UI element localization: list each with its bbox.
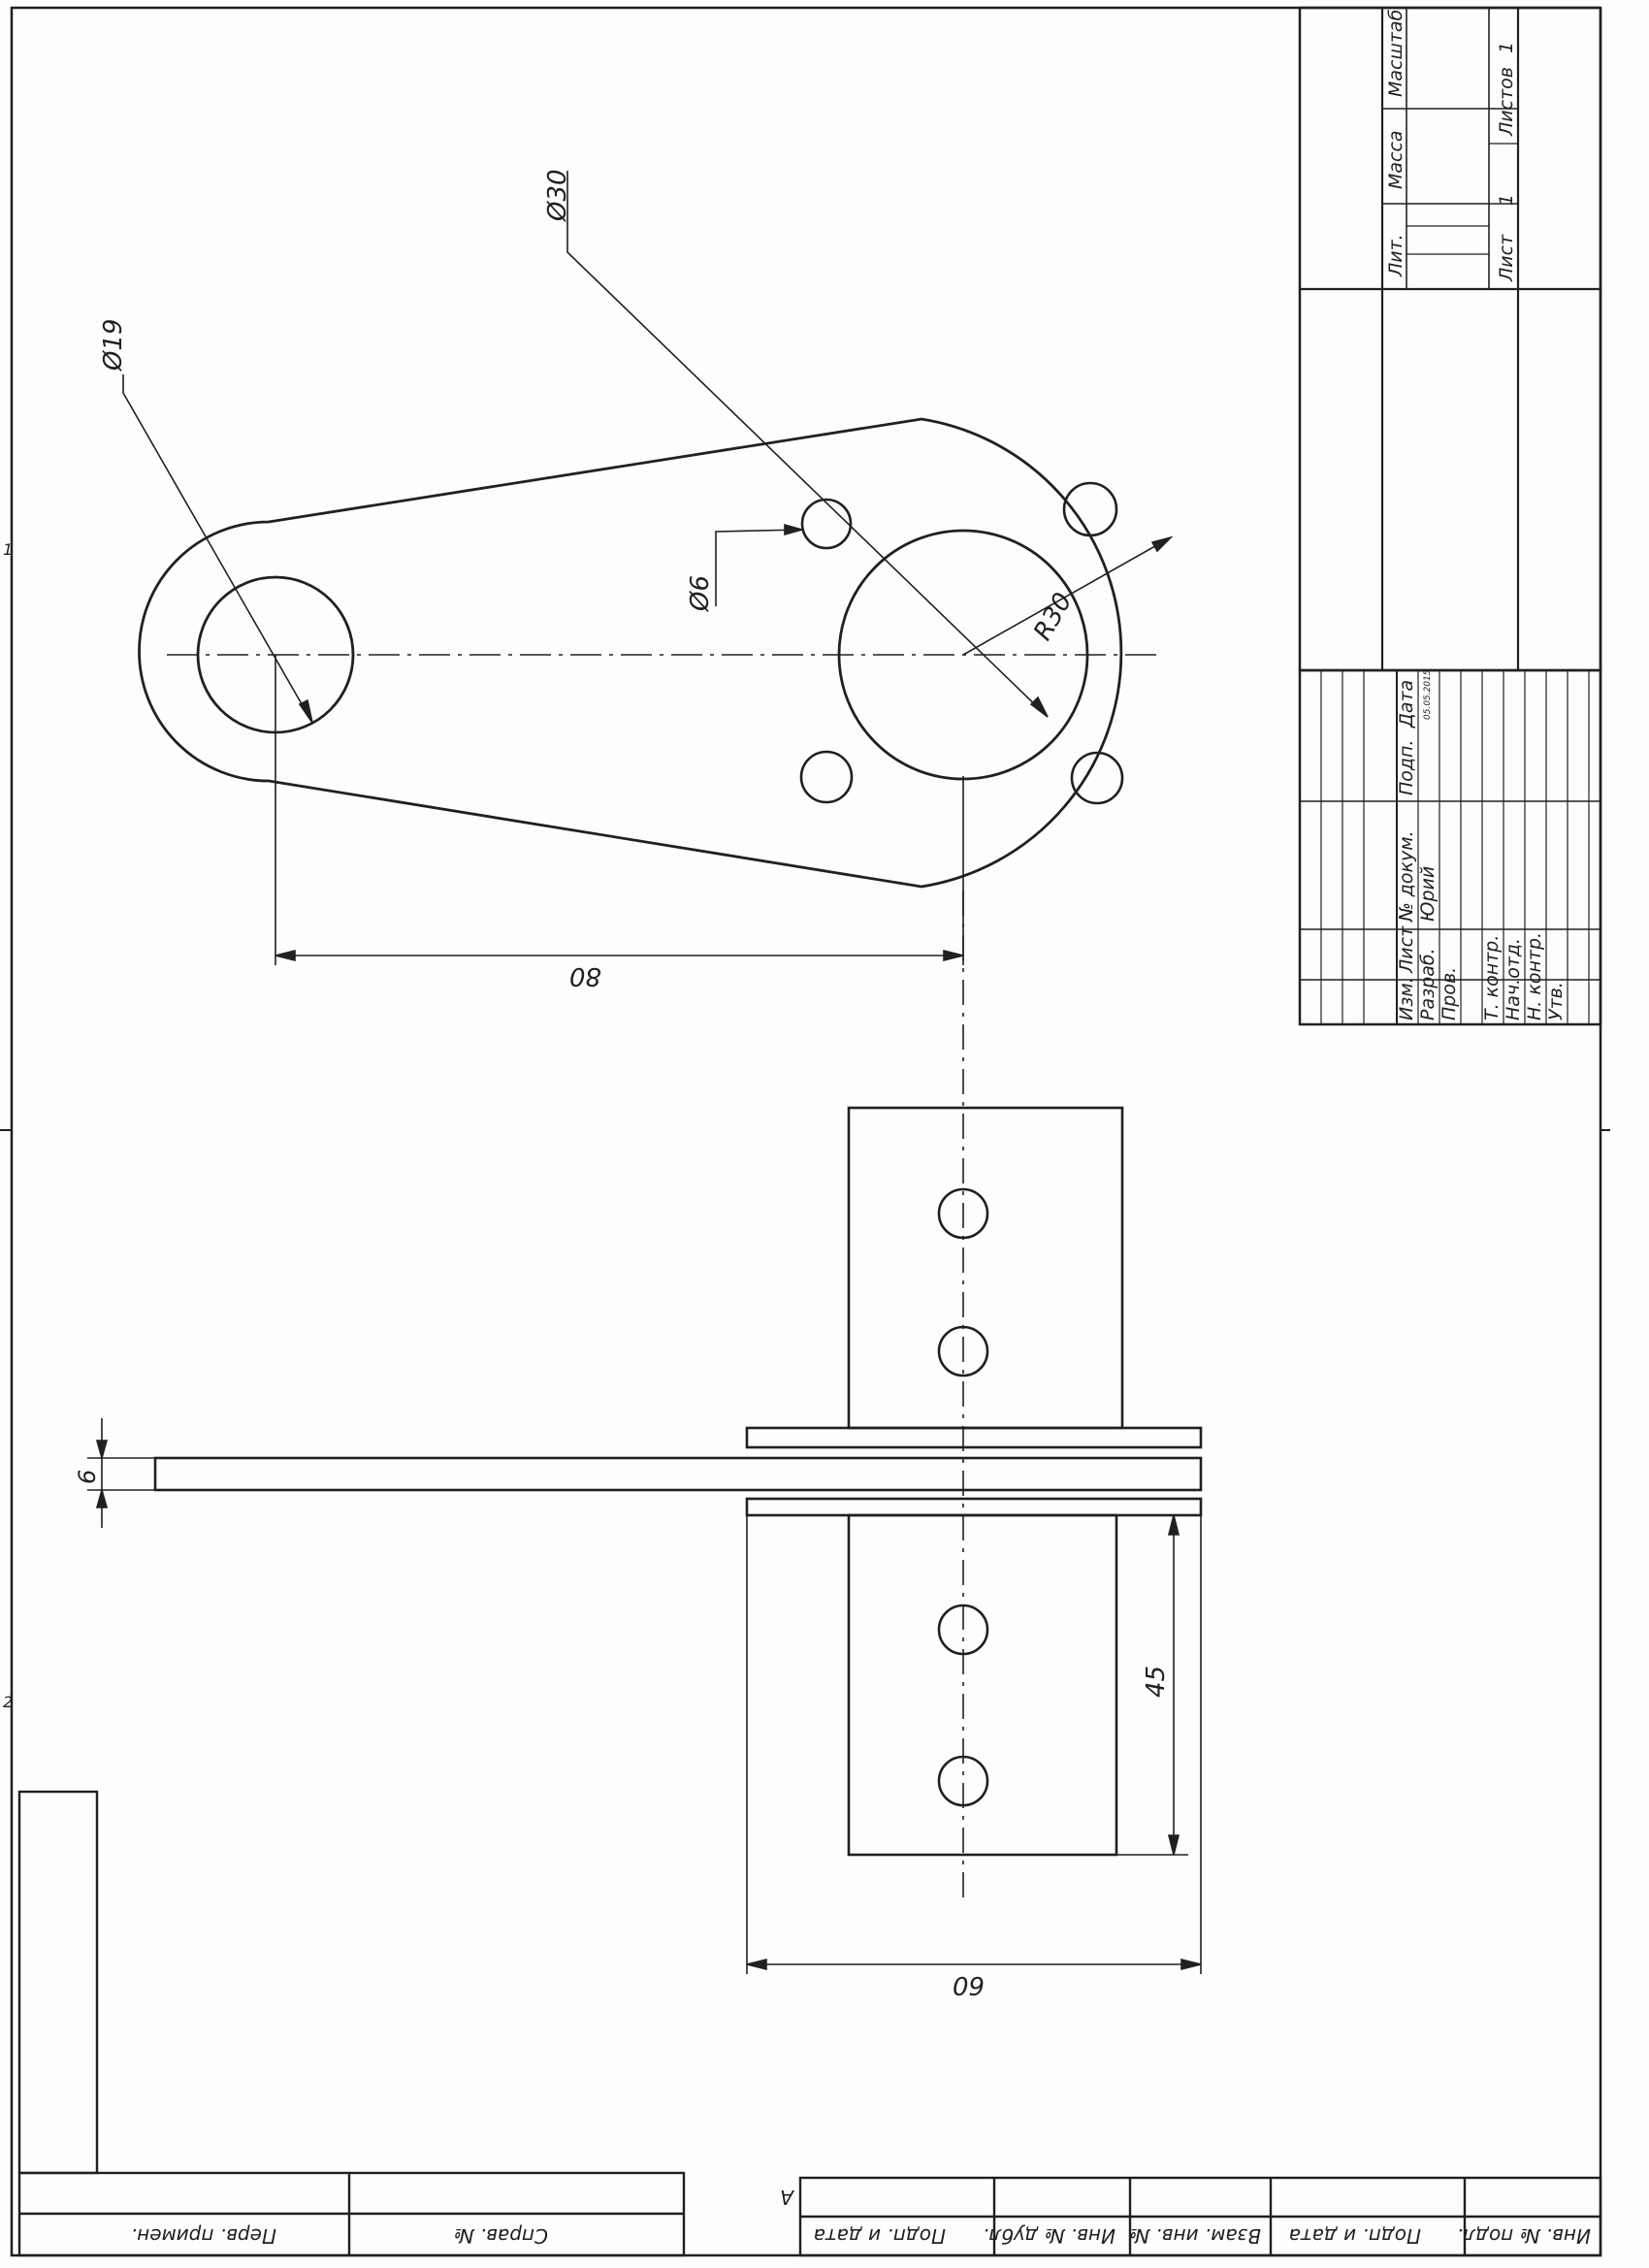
rev-header-sign: Подп. bbox=[1396, 739, 1417, 795]
tb-sheet-no: 1 bbox=[1496, 194, 1517, 206]
label-podp-data-1: Подп. и дата bbox=[814, 2224, 946, 2248]
role-nach-otd: Нач.отд. bbox=[1503, 938, 1524, 1021]
dim6-arrow-top bbox=[95, 1440, 109, 1461]
label-sprav-no: Справ. № bbox=[454, 2224, 548, 2248]
dim80-arrow-right bbox=[943, 949, 964, 962]
label-inv-dubl: Инв. № дубл. bbox=[983, 2224, 1116, 2248]
small-hole-bottom-left bbox=[799, 750, 854, 804]
label-perv-primen: Перв. примен. bbox=[131, 2224, 276, 2248]
dia19-arrow bbox=[298, 698, 313, 724]
dia30-leader bbox=[566, 171, 1049, 718]
side-view-dimensions bbox=[87, 1418, 1202, 1974]
top-view-dimension-text: Ø19 Ø30 Ø6 R30 80 bbox=[99, 169, 1079, 990]
dim60-arrow-left bbox=[746, 1958, 767, 1971]
drawing-frame bbox=[10, 6, 1602, 2257]
label-letter-a: A bbox=[780, 2186, 795, 2209]
lever-top-view bbox=[138, 417, 1164, 889]
small-hole-top-left bbox=[800, 498, 853, 550]
role-prov: Пров. bbox=[1439, 967, 1460, 1021]
dia19-leader bbox=[122, 374, 313, 724]
rev-header-izm: Изм. bbox=[1396, 977, 1417, 1021]
dim45-label: 45 bbox=[1142, 1666, 1171, 1698]
zone-mark-2: 2 bbox=[3, 1693, 13, 1711]
role-utv: Утв. bbox=[1545, 982, 1567, 1021]
title-block bbox=[1298, 6, 1602, 1026]
tb-sheet-label: Лист bbox=[1496, 234, 1517, 282]
dia30-label: Ø30 bbox=[543, 169, 572, 222]
dia19-label: Ø19 bbox=[99, 318, 128, 372]
tb-lit-label: Лит. bbox=[1385, 234, 1406, 277]
side-view-dimension-text: 6 45 60 bbox=[74, 1470, 1171, 1999]
zone-mark-1: 1 bbox=[3, 540, 13, 559]
small-hole-bottom-right bbox=[1070, 751, 1124, 805]
dim45-arrow-bottom bbox=[1167, 1834, 1180, 1856]
developer-name: Юрий bbox=[1417, 866, 1439, 922]
revision-table bbox=[1298, 668, 1602, 1026]
dim80-label: 80 bbox=[569, 961, 601, 990]
dim45-arrow-top bbox=[1167, 1514, 1180, 1536]
frame-border bbox=[10, 6, 1602, 2257]
label-inv-podl: Инв. № подл. bbox=[1457, 2224, 1591, 2248]
small-hole-top-right bbox=[1062, 481, 1118, 537]
role-t-kontr: Т. контр. bbox=[1481, 935, 1503, 1021]
tb-scale-label: Масштаб bbox=[1385, 9, 1406, 97]
dim60-label: 60 bbox=[953, 1970, 985, 1999]
dia6-arrow bbox=[784, 523, 805, 536]
role-razrab: Разраб. bbox=[1417, 948, 1439, 1021]
role-n-kontr: Н. контр. bbox=[1524, 932, 1545, 1021]
tb-mass-label: Масса bbox=[1385, 130, 1406, 189]
rev-header-list: Лист bbox=[1396, 925, 1417, 974]
lower-hub bbox=[847, 1513, 1118, 1857]
rev-header-date: Дата bbox=[1396, 680, 1417, 729]
lever-plate bbox=[153, 1456, 1203, 1492]
tb-sheets-count: 1 bbox=[1496, 42, 1517, 53]
rev-header-doc: № докум. bbox=[1396, 830, 1417, 923]
lever-outline bbox=[138, 417, 1123, 889]
top-view-dimensions bbox=[122, 171, 1174, 965]
dia6-label: Ø6 bbox=[686, 575, 715, 612]
dim6-arrow-bottom bbox=[95, 1487, 109, 1508]
dia30-arrow bbox=[1029, 696, 1049, 718]
margin-marks: 1 2 bbox=[0, 540, 1610, 1711]
title-block-text: Лит. Масса Масштаб Лист 1 Листов 1 Изм. … bbox=[1385, 9, 1567, 1021]
dim80-arrow-left bbox=[275, 949, 296, 962]
dim60-arrow-right bbox=[1180, 1958, 1202, 1971]
dim6-label: 6 bbox=[74, 1470, 101, 1484]
tb-sheets-label: Листов bbox=[1496, 67, 1517, 137]
label-vzam-inv: Взам. инв. № bbox=[1129, 2224, 1261, 2248]
label-podp-data-2: Подп. и дата bbox=[1289, 2224, 1421, 2248]
hub-side-view bbox=[153, 1106, 1203, 1857]
r30-leader bbox=[962, 537, 1170, 656]
upper-washer bbox=[745, 1426, 1203, 1449]
developer-date: 05.05.2015 bbox=[1423, 669, 1433, 720]
r30-arrow bbox=[1150, 535, 1174, 553]
dia6-leader bbox=[715, 529, 802, 606]
bottom-strip bbox=[17, 2171, 1602, 2257]
bottom-strip-text: Перв. примен. Справ. № A Подп. и дата Ин… bbox=[131, 2186, 1591, 2248]
